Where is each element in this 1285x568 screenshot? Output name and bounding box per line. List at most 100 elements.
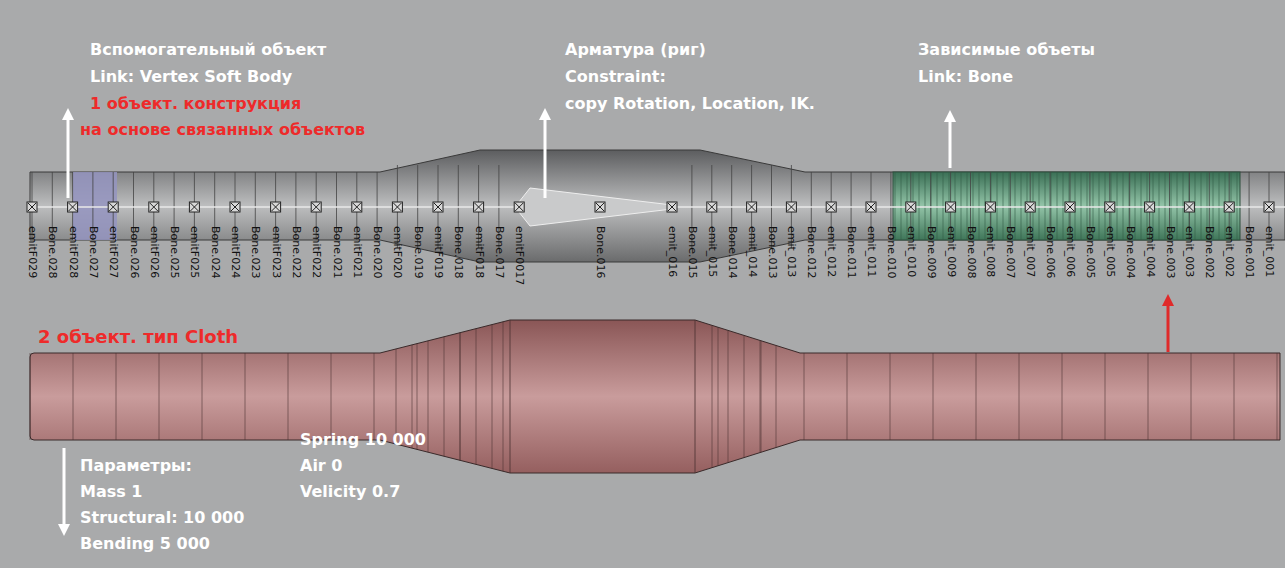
cloth-line [396, 349, 397, 444]
bone-joint [1025, 202, 1035, 212]
bone-joint [667, 202, 677, 212]
leader-arrow [949, 116, 952, 168]
bone-joint [392, 202, 402, 212]
bone-joint [108, 202, 118, 212]
parameter-text: Параметры: [80, 456, 192, 475]
bone-joint [149, 202, 159, 212]
bone-label: Bone.007 [1004, 226, 1017, 279]
cloth-line [1148, 353, 1149, 440]
bone-label: Bone.020 [371, 226, 384, 279]
cloth-line [245, 353, 246, 440]
cloth-line [288, 353, 289, 440]
bone-label: Bone.024 [209, 226, 222, 279]
cloth-line [374, 353, 375, 440]
cloth-line [1277, 353, 1278, 440]
cloth-line [776, 345, 777, 447]
bone-label: Bone.019 [412, 226, 425, 279]
bone-label: emit_003 [1183, 226, 1196, 277]
parameter-text: Structural: 10 000 [80, 508, 244, 527]
bone-joint [1065, 202, 1075, 212]
bone-label: Bone.003 [1164, 226, 1177, 279]
cloth-line [744, 335, 745, 457]
cloth-line [492, 325, 493, 469]
bone-label: emitF024 [229, 226, 242, 278]
cloth-line [728, 330, 729, 462]
bone-label: Bone.011 [845, 226, 858, 279]
cloth-line [1062, 353, 1063, 440]
leader-arrow [67, 114, 70, 198]
bone-label: emit_001 [1263, 226, 1276, 277]
bone-label: Bone.012 [805, 226, 818, 279]
cloth-line [1234, 353, 1235, 440]
bone-label: Bone.002 [1203, 226, 1216, 279]
bone-label: Bone.006 [1044, 226, 1057, 279]
bone-label: emit_009 [945, 226, 958, 277]
annotation-text: Арматура (риг) [565, 40, 706, 59]
cloth-line [331, 353, 332, 440]
annotation-text: 1 объект. конструкция [90, 94, 301, 113]
annotation-text: на основе связанных объектов [80, 120, 365, 139]
bone-label: emit_013 [785, 226, 798, 277]
bone-label: emitF026 [148, 226, 161, 278]
bone-label: emit_012 [825, 226, 838, 277]
bone-label: Bone.004 [1124, 226, 1137, 279]
bone-joint [1105, 202, 1115, 212]
bone-label: Bone.021 [331, 226, 344, 279]
bone-joint [866, 202, 876, 212]
bone-label: Bone.025 [168, 226, 181, 279]
cloth-line [804, 353, 805, 440]
bone-label: Bone.005 [1084, 226, 1097, 279]
cloth-line [73, 353, 74, 440]
bone-joint [1145, 202, 1155, 212]
bone-joint [747, 202, 757, 212]
bone-label: emit_014 [746, 226, 759, 277]
annotation-text: Link: Bone [918, 67, 1013, 86]
bone-label: emitF028 [67, 226, 80, 278]
bone-joint [1224, 202, 1234, 212]
bone-label: emit_005 [1104, 226, 1117, 277]
cloth-line [444, 337, 445, 456]
bone-joint [985, 202, 995, 212]
bone-joint [271, 202, 281, 212]
bone-label: emitF023 [270, 226, 283, 278]
cloth-line [760, 340, 761, 452]
cloth-line [1019, 353, 1020, 440]
bone-label: emitF0017 [513, 226, 526, 285]
bone-label: Bone.026 [128, 226, 141, 279]
bone-label: Bone.001 [1243, 226, 1256, 279]
bone-label: Bone.010 [885, 226, 898, 279]
bone-label: emitF019 [432, 226, 445, 278]
bone-label: emit_015 [706, 226, 719, 277]
bone-label: emitF020 [391, 226, 404, 278]
cloth-line [30, 353, 31, 440]
bone-joint [27, 202, 37, 212]
parameter-text: Velicity 0.7 [300, 482, 400, 501]
bone-label: emit_010 [905, 226, 918, 277]
bone-label: Bone.009 [925, 226, 938, 279]
bone-label: Bone.016 [594, 226, 607, 279]
bone-label: emit_002 [1223, 226, 1236, 277]
annotation-text: Constraint: [565, 67, 666, 86]
bone-label: Bone.017 [493, 226, 506, 279]
cloth-line [460, 333, 461, 461]
bone-label: Bone.023 [249, 226, 262, 279]
bone-joint [946, 202, 956, 212]
cloth-line [718, 327, 719, 466]
cloth-line [976, 353, 977, 440]
parameter-text: Air 0 [300, 456, 342, 475]
cloth-line [933, 353, 934, 440]
annotation-text: copy Rotation, Location, IK. [565, 94, 815, 113]
bone-label: Bone.027 [87, 226, 100, 279]
bone-joint [1264, 202, 1274, 212]
bone-label: emitF025 [188, 226, 201, 278]
annotation-text: Link: Vertex Soft Body [90, 67, 292, 86]
bone-label: Bone.028 [46, 226, 59, 279]
bone-joint [352, 202, 362, 212]
cloth-line [761, 341, 762, 453]
bone-joint [189, 202, 199, 212]
leader-arrow [544, 114, 547, 198]
bone-label: emitF021 [351, 226, 364, 278]
bone-joint [906, 202, 916, 212]
bone-joint [474, 202, 484, 212]
cloth-line [116, 353, 117, 440]
